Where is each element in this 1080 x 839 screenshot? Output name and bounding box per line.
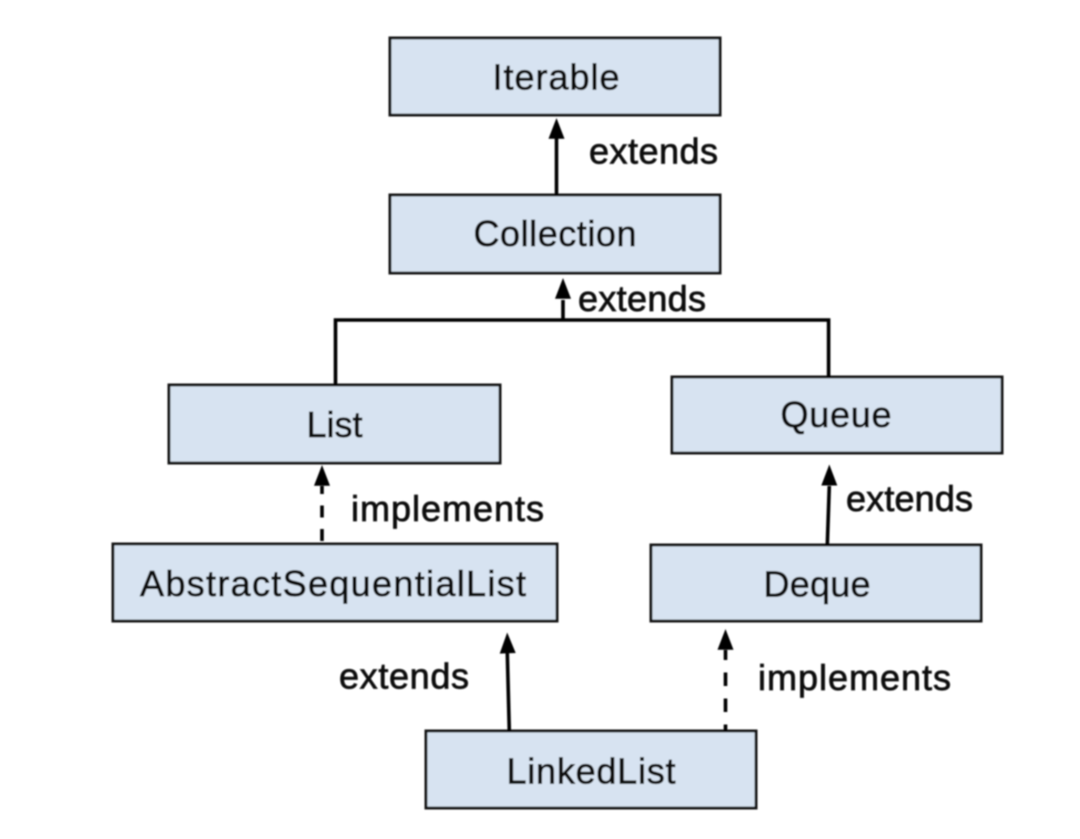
- svg-text:Queue: Queue: [781, 394, 892, 435]
- svg-text:Iterable: Iterable: [493, 57, 620, 98]
- svg-text:AbstractSequentialList: AbstractSequentialList: [140, 563, 526, 604]
- svg-text:extends: extends: [578, 278, 706, 319]
- svg-text:extends: extends: [339, 656, 469, 697]
- svg-text:extends: extends: [589, 131, 718, 172]
- svg-text:extends: extends: [846, 478, 973, 519]
- svg-text:implements: implements: [758, 657, 951, 698]
- svg-text:Deque: Deque: [764, 564, 871, 605]
- svg-text:LinkedList: LinkedList: [507, 751, 676, 792]
- svg-text:Collection: Collection: [474, 213, 637, 254]
- svg-text:List: List: [306, 404, 362, 445]
- svg-text:implements: implements: [351, 488, 544, 529]
